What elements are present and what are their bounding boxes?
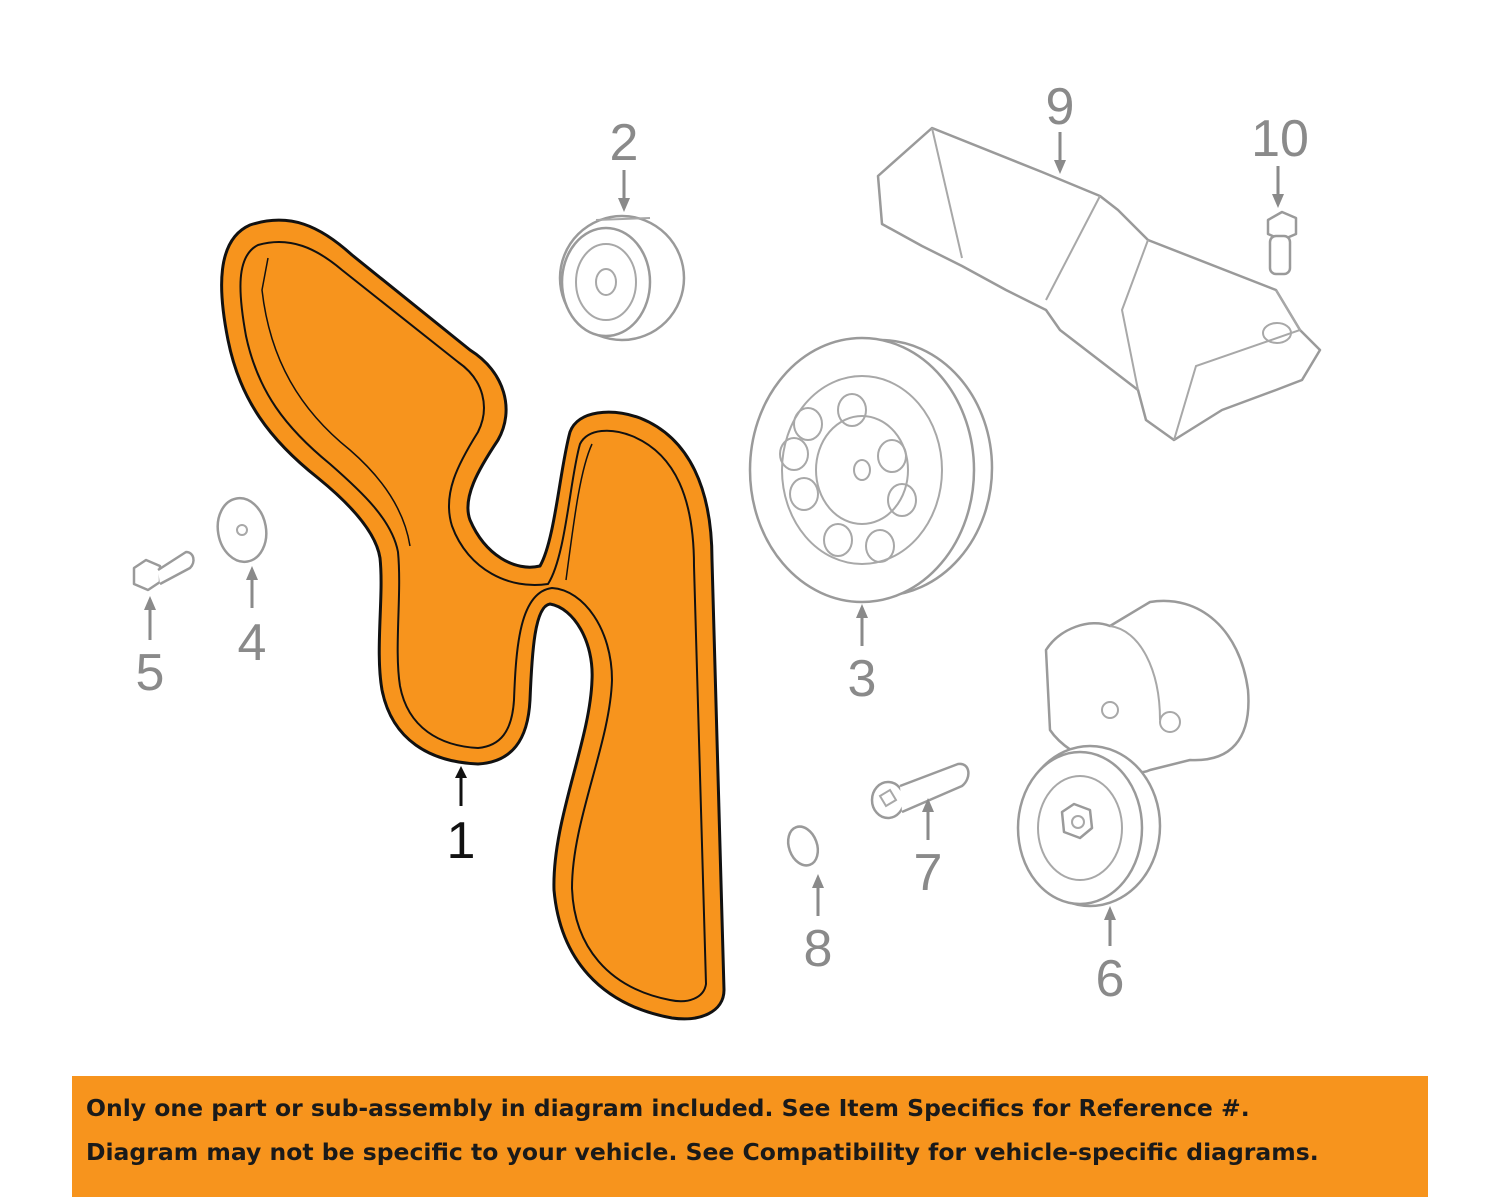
callout-10: 10: [1251, 110, 1309, 168]
callout-1: 1: [447, 812, 476, 870]
callout-4: 4: [238, 614, 267, 672]
belt-tensioner[interactable]: [1016, 599, 1250, 908]
washer[interactable]: [213, 494, 271, 565]
callout-6: 6: [1096, 950, 1125, 1008]
disclaimer-line-1: Only one part or sub-assembly in diagram…: [86, 1094, 1250, 1122]
callout-5: 5: [136, 644, 165, 702]
parts-diagram: 1 2 3 4 5 6 7 8 9 10: [132, 78, 1322, 1021]
callout-8: 8: [804, 920, 833, 978]
disclaimer-line-2: Diagram may not be specific to your vehi…: [86, 1138, 1319, 1166]
pulley-bolt[interactable]: [132, 550, 195, 592]
crankshaft-pulley[interactable]: [748, 336, 994, 604]
shield-bolt[interactable]: [1266, 210, 1298, 276]
serpentine-belt[interactable]: [220, 218, 726, 1021]
callout-2: 2: [610, 114, 639, 172]
disclaimer-banner: Only one part or sub-assembly in diagram…: [72, 1076, 1428, 1197]
callout-3: 3: [848, 650, 877, 708]
callout-9: 9: [1046, 78, 1075, 136]
o-ring[interactable]: [783, 822, 823, 869]
tensioner-bolt[interactable]: [870, 762, 970, 820]
leader-arrows: [144, 132, 1284, 946]
idler-pulley[interactable]: [558, 214, 686, 342]
belt-shield[interactable]: [876, 126, 1322, 442]
callout-7: 7: [914, 844, 943, 902]
